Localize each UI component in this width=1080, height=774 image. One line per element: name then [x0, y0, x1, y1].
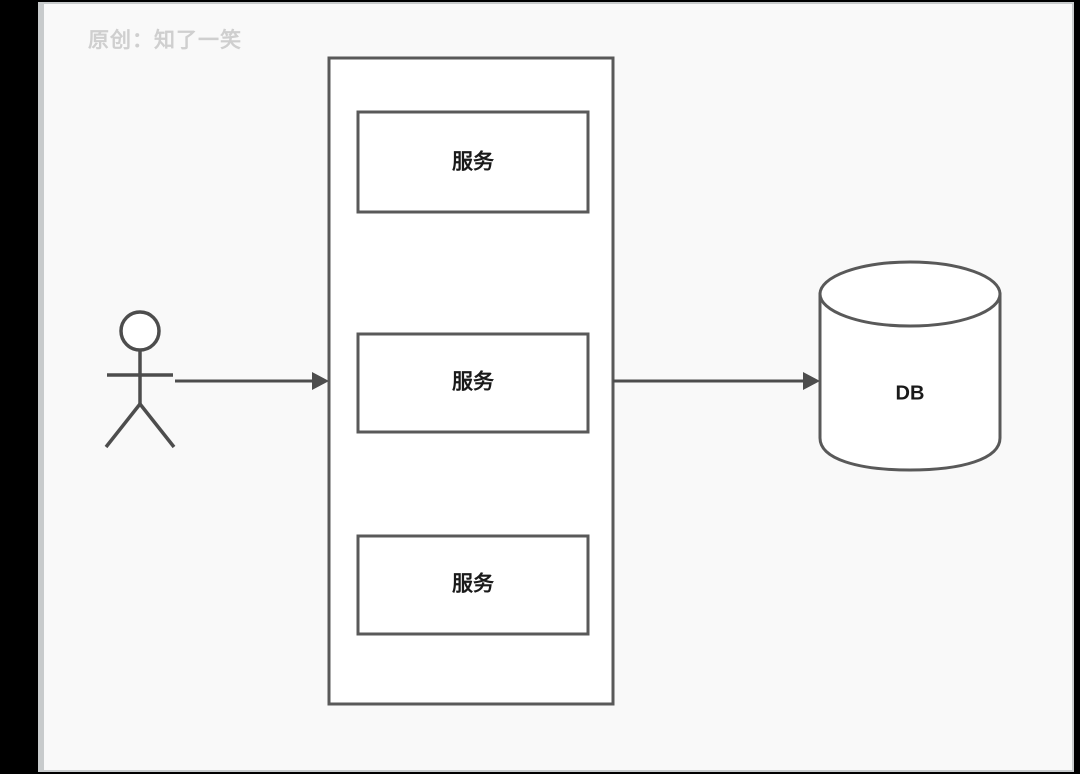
service-box-2-rect: [356, 332, 590, 434]
application-container[interactable]: 服务 服务 服务: [327, 56, 615, 706]
user-actor[interactable]: [104, 310, 176, 449]
connection-actor-to-container[interactable]: [175, 372, 329, 390]
diagram-svg: 服务 服务 服务: [104, 56, 1002, 706]
service-box-2-label: 服务: [452, 370, 495, 394]
database-cylinder-top: [818, 260, 1002, 328]
service-box-1-label: 服务: [452, 150, 495, 174]
database-cylinder[interactable]: DB: [818, 260, 1002, 472]
service-box-2[interactable]: 服务: [356, 332, 590, 434]
actor-left-leg-line: [104, 402, 142, 449]
connection-container-to-database[interactable]: [613, 372, 820, 390]
service-box-3[interactable]: 服务: [356, 534, 590, 636]
service-box-1[interactable]: 服务: [356, 110, 590, 214]
diagram-canvas[interactable]: 原创：知了一笑: [44, 4, 1072, 770]
service-box-3-label: 服务: [452, 572, 495, 596]
watermark-text: 原创：知了一笑: [88, 29, 242, 52]
database-label: DB: [896, 382, 925, 404]
database-cylinder-body: [818, 292, 1002, 472]
actor-head-icon: [119, 310, 161, 352]
arrow-head-icon: [803, 372, 820, 390]
service-box-3-rect: [356, 534, 590, 636]
canvas-frame: 原创：知了一笑: [38, 2, 1074, 772]
actor-right-leg-line: [138, 402, 176, 449]
arrow-head-icon: [312, 372, 329, 390]
service-box-1-rect: [356, 110, 590, 214]
